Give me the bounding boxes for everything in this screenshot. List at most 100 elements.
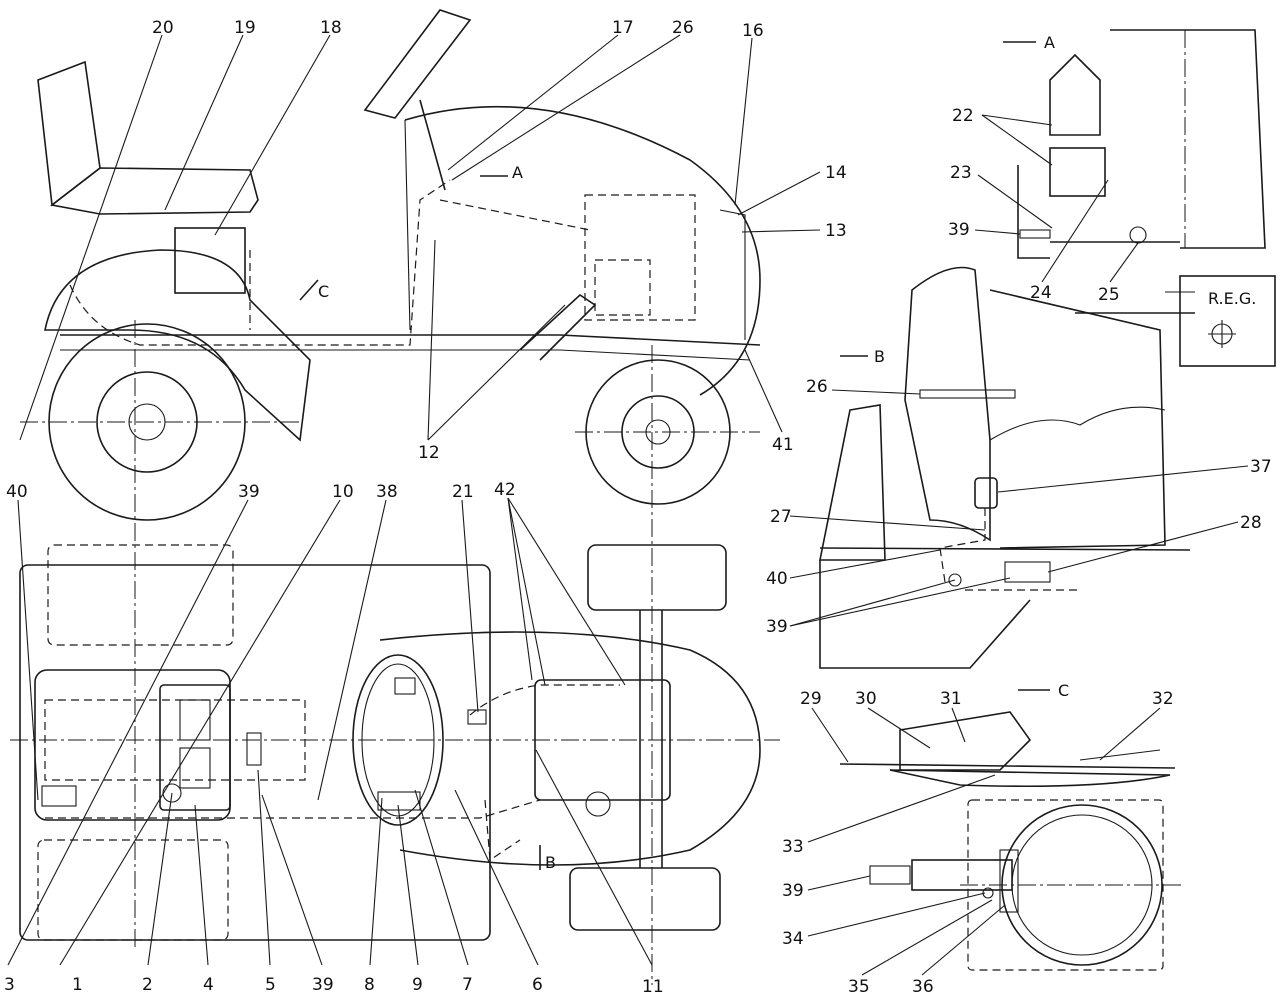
side-view: A C <box>20 9 761 521</box>
callout-11: 11 <box>642 977 664 997</box>
leader-29 <box>811 707 849 763</box>
leader-33 <box>807 774 996 843</box>
callout-17: 17 <box>612 18 634 38</box>
regulator-box <box>1179 275 1276 367</box>
front-bracket <box>719 209 746 340</box>
leader-39c <box>974 229 1021 235</box>
body-panel-b <box>989 289 1166 549</box>
wiring-branch <box>484 799 521 862</box>
leader-42a <box>507 497 546 686</box>
detail-b-label: B <box>874 347 885 366</box>
callout-36: 36 <box>912 977 934 997</box>
detail-c-label: C <box>1058 681 1069 700</box>
leader-39d-a <box>789 579 956 627</box>
leader-39d-b <box>789 577 1011 627</box>
leader-21 <box>461 499 479 713</box>
leader-18 <box>214 34 331 236</box>
callout-3: 3 <box>4 975 15 995</box>
pto-bracket <box>899 711 1032 771</box>
callout-9: 9 <box>412 975 423 995</box>
deck-edge <box>1079 749 1161 761</box>
leader-9 <box>397 804 419 966</box>
callout-24: 24 <box>1030 283 1052 303</box>
callout-labels: 20 19 18 17 26 16 14 13 12 41 40 39 10 3… <box>4 18 1272 997</box>
leader-lines <box>7 34 1249 976</box>
detail-a-panel <box>1110 29 1266 249</box>
leader-42b <box>507 497 626 686</box>
leader-31 <box>951 707 966 743</box>
callout-41: 41 <box>772 435 794 455</box>
callout-35: 35 <box>848 977 870 997</box>
leader-10 <box>59 499 341 966</box>
foot-pedal <box>519 293 597 361</box>
callout-39-detail-c: 39 <box>782 881 804 901</box>
callout-18: 18 <box>320 18 342 38</box>
front-wheel-top <box>587 544 727 611</box>
leader-42c <box>507 497 533 681</box>
leader-11 <box>535 749 653 966</box>
callout-33: 33 <box>782 837 804 857</box>
leader-22b <box>981 114 1053 166</box>
callout-39-top: 39 <box>238 482 260 502</box>
rear-fender <box>44 249 311 442</box>
connector-rear <box>41 785 77 807</box>
leader-40a <box>17 499 39 801</box>
callout-19: 19 <box>234 18 256 38</box>
leader-7 <box>414 789 469 966</box>
callout-40-top: 40 <box>6 482 28 502</box>
wiring-harness-side <box>69 179 451 346</box>
safety-switch-plunger <box>869 865 911 885</box>
leader-41 <box>744 349 783 433</box>
steering-wheel <box>363 9 472 119</box>
callout-31: 31 <box>940 689 962 709</box>
battery-cell-2 <box>179 747 211 789</box>
cable-clip <box>1019 229 1051 239</box>
leader-22a <box>981 114 1053 126</box>
callout-29: 29 <box>800 689 822 709</box>
leader-5 <box>257 769 271 966</box>
callout-5: 5 <box>265 975 276 995</box>
view-label-c: C <box>318 282 329 301</box>
leader-2 <box>147 792 173 966</box>
wiring-harness-top <box>45 799 541 819</box>
cutaway-edge <box>989 406 1166 441</box>
view-label-b: B <box>545 853 556 872</box>
callout-2: 2 <box>142 975 153 995</box>
fuse-holder <box>246 732 262 766</box>
callout-39-detail-b: 39 <box>766 617 788 637</box>
rear-wheel-top-left <box>47 544 234 646</box>
leader-12b <box>427 239 436 441</box>
callout-42: 42 <box>494 480 516 500</box>
wiring-to-engine <box>439 199 591 231</box>
callout-34: 34 <box>782 929 804 949</box>
callout-25: 25 <box>1098 285 1120 305</box>
leader-39a <box>7 499 249 966</box>
callout-26-side: 26 <box>672 18 694 38</box>
seat-cushion <box>50 167 259 215</box>
relay-upper <box>1049 53 1101 136</box>
seat-plan <box>34 669 231 821</box>
callout-39-bottom: 39 <box>312 975 334 995</box>
leader-17 <box>447 34 619 171</box>
callout-38: 38 <box>376 482 398 502</box>
indicator-plate <box>394 677 416 695</box>
callout-16: 16 <box>742 21 764 41</box>
callout-10: 10 <box>332 482 354 502</box>
leader-39e <box>807 875 871 891</box>
frame-rail-lower <box>60 349 751 361</box>
callout-8: 8 <box>364 975 375 995</box>
battery-cell-1 <box>179 699 211 741</box>
switch-assembly <box>377 791 421 811</box>
leader-16 <box>734 37 753 206</box>
front-wheel-bottom <box>569 867 721 931</box>
deck-side <box>889 769 1171 788</box>
detail-a-label: A <box>1044 33 1055 52</box>
switch-b <box>974 477 998 509</box>
callout-28: 28 <box>1240 513 1262 533</box>
callout-12: 12 <box>418 443 440 463</box>
callout-39-detail-a: 39 <box>948 220 970 240</box>
switch-mount-plate <box>999 849 1019 913</box>
callout-26-detail-b: 26 <box>806 377 828 397</box>
leader-28 <box>1047 521 1239 573</box>
clamp-band <box>919 389 1016 399</box>
